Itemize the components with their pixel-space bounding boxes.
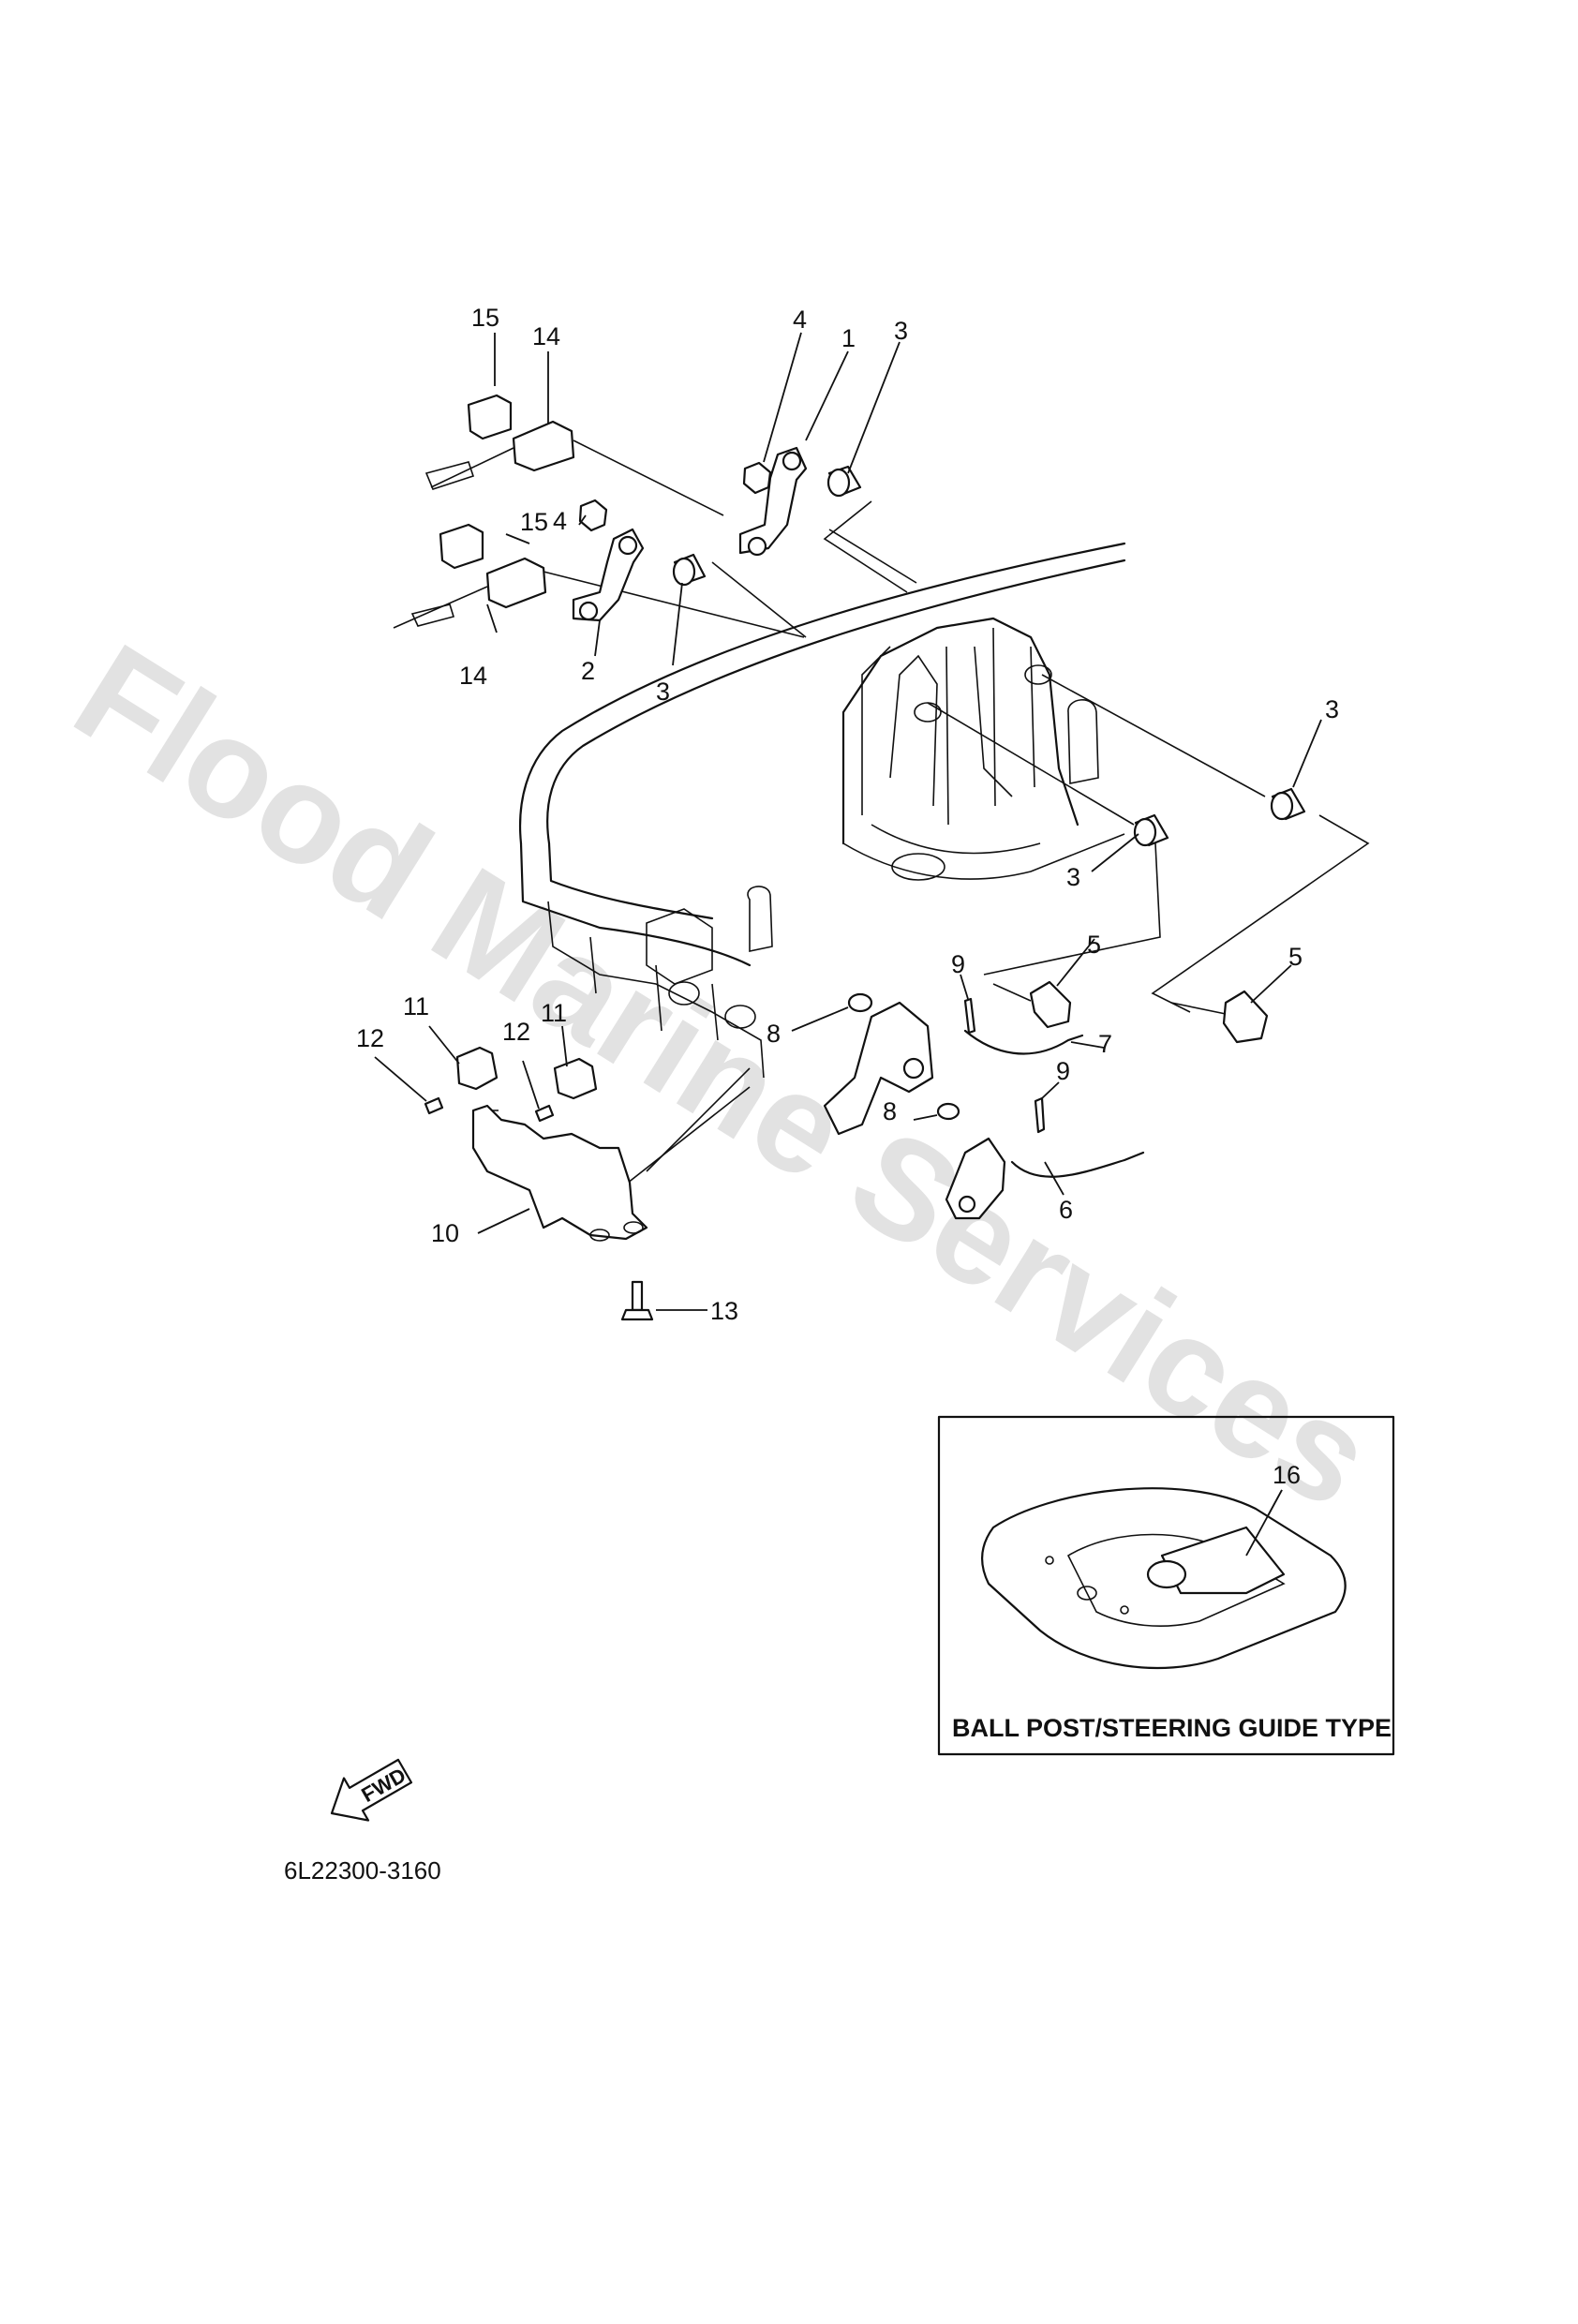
part-label-15: 15 [520, 508, 548, 536]
inset-frame [937, 1415, 1395, 1756]
fwd-arrow: FWD [330, 1758, 413, 1822]
part-label-14: 14 [459, 662, 487, 690]
part-label-14: 14 [532, 322, 560, 350]
holders-11 [455, 1046, 598, 1100]
part-label-8: 8 [767, 1020, 781, 1048]
part-label-9: 9 [951, 950, 965, 978]
part-label-5: 5 [1087, 931, 1101, 959]
part-label-4: 4 [793, 305, 807, 334]
assembly-lines [478, 439, 1370, 1191]
joints-14 [393, 420, 575, 629]
part-label-3: 3 [656, 678, 670, 706]
part-label-8: 8 [883, 1097, 897, 1125]
part-label-6: 6 [1059, 1196, 1073, 1224]
arrow-left-icon [330, 1758, 413, 1822]
rods [963, 1029, 1145, 1178]
inset-caption: BALL POST/STEERING GUIDE TYPE [952, 1714, 1392, 1742]
part-label-13: 13 [710, 1297, 738, 1325]
part-label-10: 10 [431, 1219, 459, 1247]
part-label-12: 12 [502, 1018, 530, 1046]
watermark-text: Flood Marine Services [50, 614, 1398, 1538]
part-label-11: 11 [403, 992, 429, 1020]
part-label-4: 4 [553, 507, 567, 535]
watermark: Flood Marine Services [50, 614, 1398, 1538]
bolt-13 [620, 1280, 654, 1321]
part-number-labels: 15 14 4 1 3 4 15 14 2 3 3 3 5 5 9 7 8 9 … [356, 304, 1339, 1325]
part-label-15: 15 [471, 304, 499, 332]
part-label-16: 16 [1273, 1461, 1301, 1489]
clips-15 [439, 394, 513, 570]
part-label-3: 3 [1325, 695, 1339, 723]
link-arm-1 [738, 446, 808, 557]
part-label-7: 7 [1098, 1030, 1112, 1058]
part-label-12: 12 [356, 1024, 384, 1052]
part-label-2: 2 [581, 657, 595, 685]
levers [823, 992, 1006, 1220]
bracket-10 [471, 1104, 648, 1242]
dowels-12 [424, 1096, 555, 1123]
bushings-3 [672, 465, 1306, 847]
part-label-9: 9 [1056, 1057, 1070, 1085]
part-label-1: 1 [841, 324, 856, 352]
inset-steering-guide: 16 BALL POST/STEERING GUIDE TYPE [937, 1415, 1395, 1756]
part-label-5: 5 [1288, 943, 1303, 971]
pins-9 [963, 997, 1046, 1134]
nuts-4 [578, 461, 772, 532]
part-label-3: 3 [1066, 863, 1080, 891]
link-arm-2 [572, 528, 645, 622]
drawing-code: 6L22300-3160 [284, 1856, 441, 1885]
joints-5 [992, 980, 1269, 1044]
part-label-3: 3 [894, 317, 908, 345]
part-label-11: 11 [541, 999, 567, 1027]
bottom-cowling [518, 542, 1126, 1079]
